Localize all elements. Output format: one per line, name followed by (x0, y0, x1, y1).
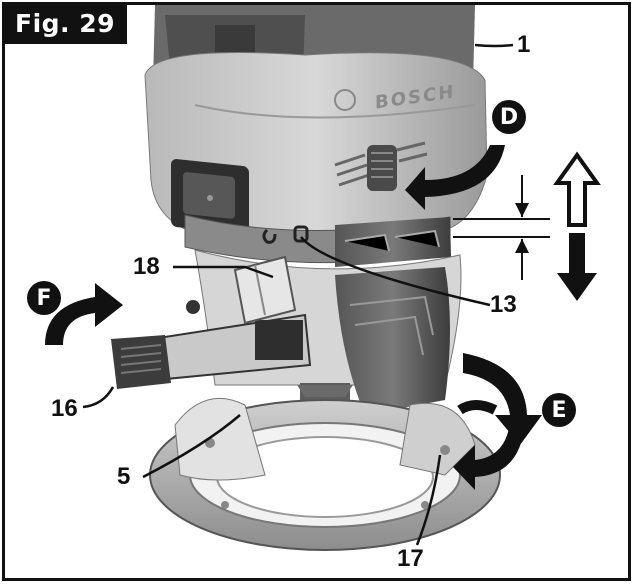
router-illustration (45, 5, 601, 551)
badge-e: E (542, 393, 576, 427)
base-plate (149, 397, 501, 551)
callout-13: 13 (490, 291, 517, 318)
callout-1: 1 (517, 31, 531, 58)
motor-body (144, 52, 488, 235)
updown-arrows (453, 151, 601, 301)
callout-5: 5 (117, 463, 131, 490)
arrow-e (453, 353, 542, 490)
badge-d: D (492, 100, 526, 134)
callout-18: 18 (133, 253, 160, 280)
latch (233, 255, 297, 325)
badge-f: F (27, 281, 61, 315)
height-collar (184, 214, 451, 267)
callout-17: 17 (397, 545, 424, 572)
leader-lines (82, 43, 514, 546)
callout-16: 16 (51, 395, 78, 422)
arrow-f (45, 283, 123, 345)
figure-frame: Fig. 29 1 13 18 16 5 17 D E F BOSCH (2, 2, 631, 581)
clamp-lever (111, 300, 312, 389)
figure-label: Fig. 29 (5, 5, 128, 44)
arrow-d (405, 145, 505, 210)
